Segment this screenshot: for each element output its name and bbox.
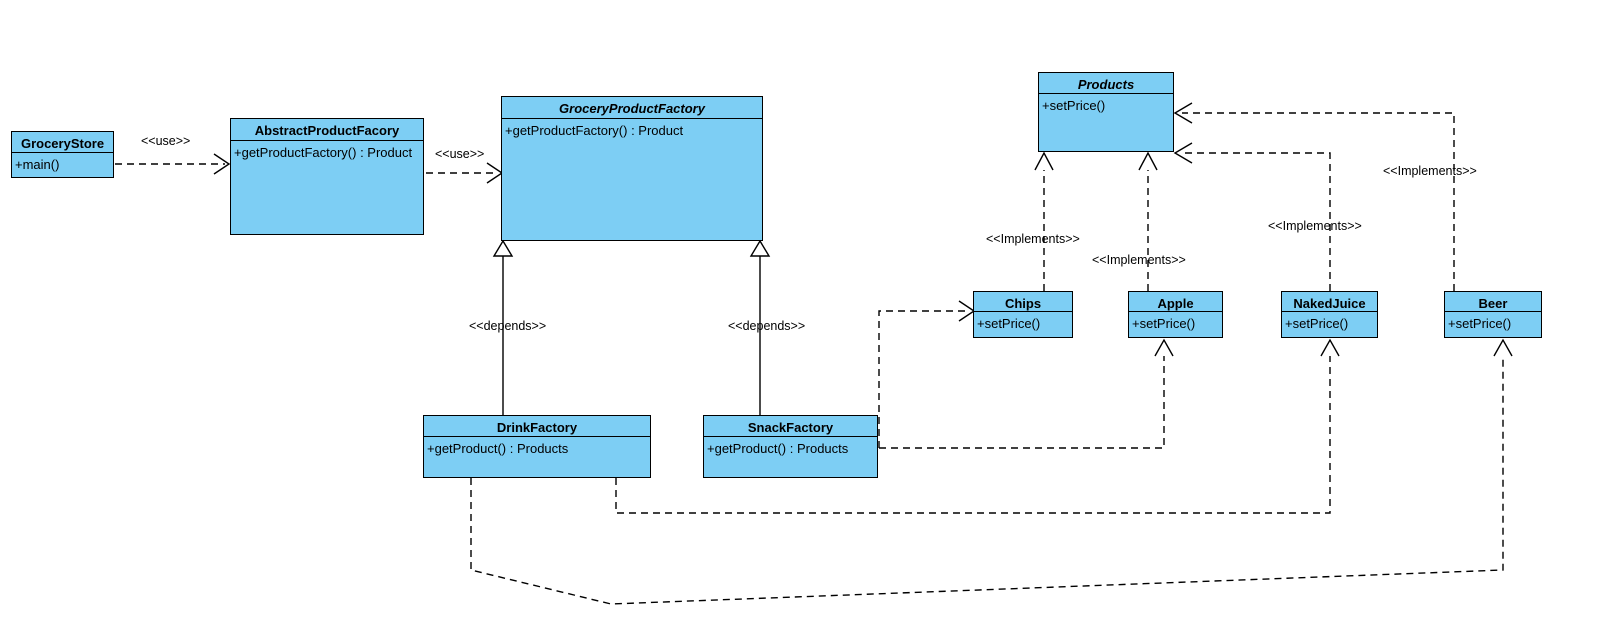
class-name-grocery-product-factory: GroceryProductFactory (502, 97, 762, 119)
edge-label-use-1: <<use>> (141, 134, 191, 148)
edge-beer-to-products (1173, 102, 1455, 291)
class-name-products: Products (1039, 73, 1173, 94)
edge-label-implements-chips: <<Implements>> (986, 232, 1080, 246)
class-member: +getProduct() : Products (427, 441, 569, 456)
class-member: +getProduct() : Products (707, 441, 849, 456)
class-box-beer[interactable]: Beer +setPrice() (1444, 291, 1542, 338)
edge-chips-to-products (1034, 151, 1054, 291)
class-members-drink-factory: +getProduct() : Products (424, 437, 650, 477)
class-member: +main() (15, 157, 60, 172)
class-member: +setPrice() (977, 316, 1041, 331)
class-box-drink-factory[interactable]: DrinkFactory +getProduct() : Products (423, 415, 651, 478)
class-name-beer: Beer (1445, 292, 1541, 312)
class-members-chips: +setPrice() (974, 312, 1072, 337)
class-box-naked-juice[interactable]: NakedJuice +setPrice() (1281, 291, 1378, 338)
edge-snackfactory-to-chips (878, 300, 976, 448)
class-member: +setPrice() (1285, 316, 1349, 331)
class-box-chips[interactable]: Chips +setPrice() (973, 291, 1073, 338)
class-members-grocery-store: +main() (12, 153, 113, 177)
class-members-snack-factory: +getProduct() : Products (704, 437, 877, 477)
class-member: +setPrice() (1448, 316, 1512, 331)
class-name-grocery-store: GroceryStore (12, 132, 113, 153)
class-member: +getProductFactory() : Product (505, 123, 684, 138)
class-box-abstract-product-facory[interactable]: AbstractProductFacory +getProductFactory… (230, 118, 424, 235)
class-box-grocery-store[interactable]: GroceryStore +main() (11, 131, 114, 178)
edge-grocerystore-to-abstractproductfacory (115, 153, 231, 175)
edge-nakedjuice-to-products (1173, 142, 1331, 291)
class-members-naked-juice: +setPrice() (1282, 312, 1377, 337)
edge-label-use-2: <<use>> (435, 147, 485, 161)
class-member: +setPrice() (1042, 98, 1106, 113)
edge-abstractproductfacory-to-groceryproductfactory (426, 162, 504, 184)
class-name-drink-factory: DrinkFactory (424, 416, 650, 437)
class-members-beer: +setPrice() (1445, 312, 1541, 337)
edge-label-implements-beer: <<Implements>> (1383, 164, 1477, 178)
class-box-snack-factory[interactable]: SnackFactory +getProduct() : Products (703, 415, 878, 478)
class-members-abstract-product-facory: +getProductFactory() : Product (231, 141, 423, 234)
class-box-apple[interactable]: Apple +setPrice() (1128, 291, 1223, 338)
edge-label-depends-1: <<depends>> (469, 319, 547, 333)
edge-snackfactory-to-apple (879, 338, 1174, 449)
class-member: +getProductFactory() : Product (234, 145, 413, 160)
class-members-apple: +setPrice() (1129, 312, 1222, 337)
class-member: +setPrice() (1132, 316, 1196, 331)
class-name-abstract-product-facory: AbstractProductFacory (231, 119, 423, 141)
edge-label-depends-2: <<depends>> (728, 319, 806, 333)
class-box-products[interactable]: Products +setPrice() (1038, 72, 1174, 152)
class-members-grocery-product-factory: +getProductFactory() : Product (502, 119, 762, 240)
class-name-apple: Apple (1129, 292, 1222, 312)
edge-apple-to-products (1138, 151, 1158, 291)
class-name-snack-factory: SnackFactory (704, 416, 877, 437)
class-name-naked-juice: NakedJuice (1282, 292, 1377, 312)
class-members-products: +setPrice() (1039, 94, 1173, 151)
edge-label-implements-nakedjuice: <<Implements>> (1268, 219, 1362, 233)
edge-label-implements-apple: <<Implements>> (1092, 253, 1186, 267)
class-box-grocery-product-factory[interactable]: GroceryProductFactory +getProductFactory… (501, 96, 763, 241)
class-name-chips: Chips (974, 292, 1072, 312)
